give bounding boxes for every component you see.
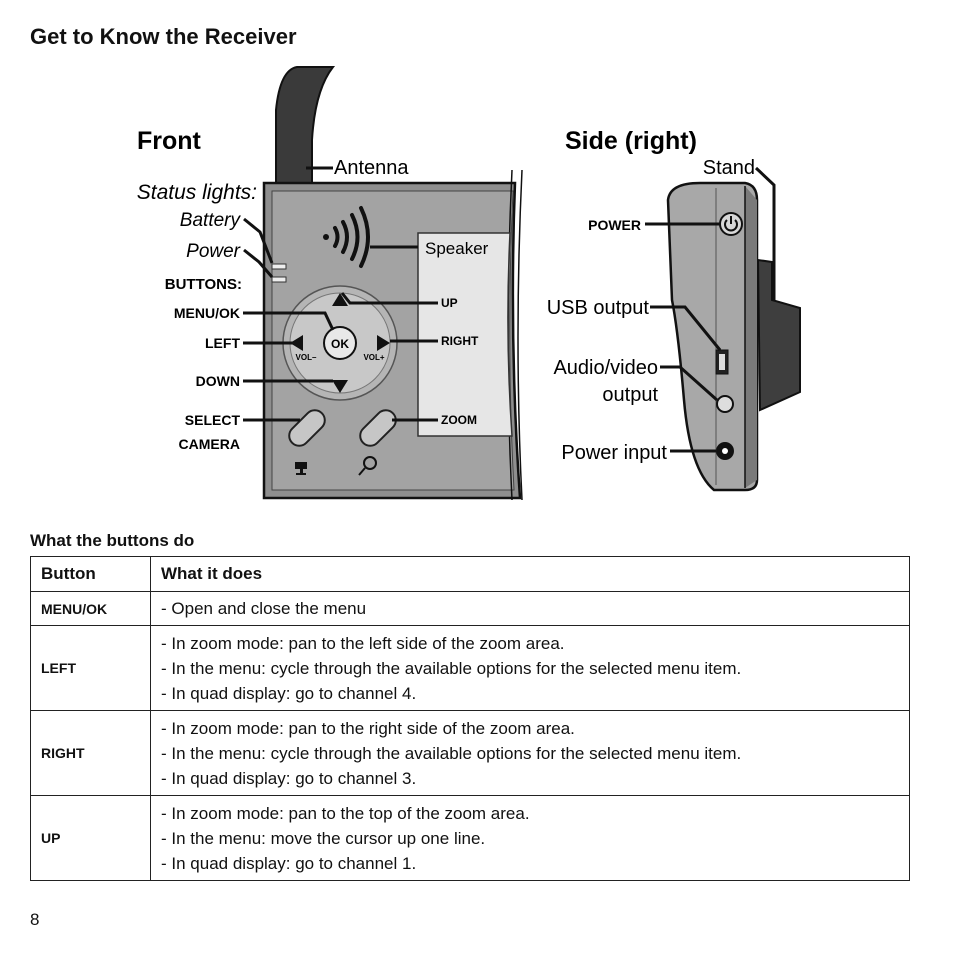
side-heading: Side (right) <box>565 127 697 155</box>
menu-ok-label: MENU/OK <box>174 305 240 321</box>
description-line: In zoom mode: pan to the left side of th… <box>161 631 899 656</box>
zoom-label: ZOOM <box>441 413 477 427</box>
left-label: LEFT <box>205 335 240 351</box>
description-line: In zoom mode: pan to the right side of t… <box>161 716 899 741</box>
screen-area <box>417 232 513 437</box>
up-arrow-icon[interactable] <box>332 293 348 306</box>
description-line: In the menu: cycle through the available… <box>161 741 899 766</box>
up-label: UP <box>441 296 458 310</box>
av-output-label-2: output <box>602 384 658 406</box>
button-name: LEFT <box>30 625 151 711</box>
right-label: RIGHT <box>441 334 479 348</box>
description-line: In the menu: move the cursor up one line… <box>161 826 899 851</box>
button-name: RIGHT <box>30 710 151 796</box>
button-name: UP <box>30 795 151 881</box>
vol-minus-label: VOL– <box>296 353 317 362</box>
status-lights-label: Status lights: <box>137 181 257 204</box>
left-arrow-icon[interactable] <box>290 335 303 351</box>
power-light <box>271 276 287 283</box>
buttons-heading: BUTTONS: <box>165 276 242 293</box>
ok-button-label: OK <box>331 337 349 351</box>
header-what-it-does: What it does <box>150 556 910 592</box>
side-power-label: POWER <box>588 217 641 233</box>
down-arrow-icon[interactable] <box>332 380 348 393</box>
battery-light <box>271 263 287 270</box>
section-title: What the buttons do <box>30 531 195 550</box>
receiver-diagram: Front OK VOL– VOL+ <box>137 66 801 501</box>
table-row: MENU/OK Open and close the menu <box>30 591 910 626</box>
ok-button[interactable] <box>323 326 357 360</box>
page-title: Get to Know the Receiver <box>30 24 297 49</box>
table-row: RIGHT In zoom mode: pan to the right sid… <box>30 710 910 796</box>
description-line: In zoom mode: pan to the top of the zoom… <box>161 801 899 826</box>
button-description: Open and close the menu <box>150 591 910 626</box>
description-line: Open and close the menu <box>161 596 899 621</box>
table-header-row: Button What it does <box>30 556 910 592</box>
vol-plus-label: VOL+ <box>363 353 384 362</box>
down-label: DOWN <box>196 373 240 389</box>
button-description: In zoom mode: pan to the top of the zoom… <box>150 795 910 881</box>
side-device-body <box>666 181 759 492</box>
stand-label: Stand <box>703 157 755 179</box>
speaker-icon <box>323 206 370 268</box>
buttons-table: Button What it does MENU/OK Open and clo… <box>30 556 910 881</box>
button-name: MENU/OK <box>30 591 151 626</box>
speaker-label: Speaker <box>425 239 489 258</box>
right-arrow-icon[interactable] <box>377 335 390 351</box>
camera-icon <box>295 462 307 475</box>
stand-shape <box>756 258 801 412</box>
description-line: In quad display: go to channel 3. <box>161 766 899 791</box>
av-output-label-1: Audio/video <box>553 357 658 379</box>
zoom-button[interactable] <box>356 406 400 450</box>
table-row: UP In zoom mode: pan to the top of the z… <box>30 795 910 881</box>
description-line: In quad display: go to channel 4. <box>161 681 899 706</box>
power-light-label: Power <box>186 241 241 262</box>
power-icon <box>724 216 738 232</box>
description-line: In quad display: go to channel 1. <box>161 851 899 876</box>
front-heading: Front <box>137 127 202 155</box>
power-input-label: Power input <box>561 442 667 464</box>
antenna-shape <box>275 66 336 191</box>
usb-output-label: USB output <box>547 297 650 319</box>
button-description: In zoom mode: pan to the left side of th… <box>150 625 910 711</box>
antenna-label: Antenna <box>334 157 409 179</box>
header-button: Button <box>30 556 151 592</box>
battery-label: Battery <box>180 210 242 231</box>
page-number: 8 <box>30 910 40 929</box>
camera-label: CAMERA <box>179 436 240 452</box>
button-description: In zoom mode: pan to the right side of t… <box>150 710 910 796</box>
description-line: In the menu: cycle through the available… <box>161 656 899 681</box>
select-label: SELECT <box>185 412 241 428</box>
av-output-port[interactable] <box>716 395 734 413</box>
zoom-icon <box>358 456 377 476</box>
table-row: LEFT In zoom mode: pan to the left side … <box>30 625 910 711</box>
